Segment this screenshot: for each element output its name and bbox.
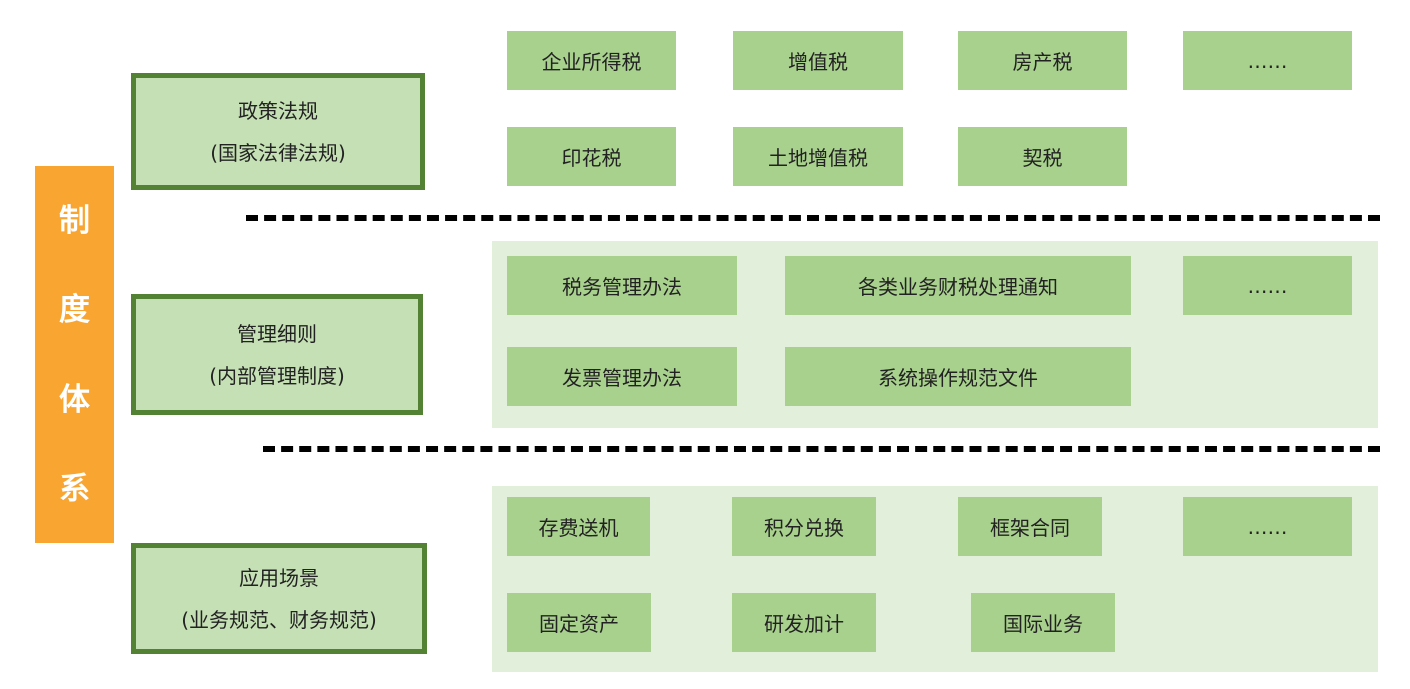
- policy-tag-more: ……: [1183, 31, 1352, 90]
- system-label-char-3: 体: [59, 381, 90, 418]
- management-tag-invoice-measures: 发票管理办法: [507, 347, 737, 406]
- policy-tag-deed-tax: 契税: [958, 127, 1127, 186]
- scenario-tag-framework-contract: 框架合同: [958, 497, 1102, 556]
- separator-line-2: [263, 446, 1380, 452]
- separator-line-1: [246, 215, 1380, 221]
- management-tag-more: ……: [1183, 256, 1352, 315]
- category-management-subtitle: (内部管理制度): [209, 363, 345, 388]
- policy-tag-land-vat: 土地增值税: [733, 127, 903, 186]
- scenario-tag-international-business: 国际业务: [971, 593, 1115, 652]
- category-scenario-subtitle: (业务规范、财务规范): [181, 607, 377, 632]
- scenario-tag-points-exchange: 积分兑换: [732, 497, 876, 556]
- scenario-tag-deposit-gift-phone: 存费送机: [507, 497, 650, 556]
- category-management-title: 管理细则: [237, 321, 317, 346]
- system-label-bar: 制 度 体 系: [35, 166, 114, 543]
- scenario-tag-rd-super-deduction: 研发加计: [732, 593, 876, 652]
- system-label-char-2: 度: [59, 292, 90, 329]
- management-tag-system-operation-docs: 系统操作规范文件: [785, 347, 1131, 406]
- system-label-char-4: 系: [59, 470, 90, 507]
- management-tag-business-tax-notices: 各类业务财税处理通知: [785, 256, 1131, 315]
- policy-tag-property-tax: 房产税: [958, 31, 1127, 90]
- management-tag-tax-admin-measures: 税务管理办法: [507, 256, 737, 315]
- policy-tag-vat: 增值税: [733, 31, 903, 90]
- scenario-tag-more: ……: [1183, 497, 1352, 556]
- category-policy-subtitle: (国家法律法规): [210, 140, 346, 165]
- category-policy-title: 政策法规: [238, 98, 318, 123]
- policy-tag-stamp-tax: 印花税: [507, 127, 676, 186]
- policy-tag-corporate-income-tax: 企业所得税: [507, 31, 676, 90]
- scenario-tag-fixed-assets: 固定资产: [507, 593, 651, 652]
- category-management-box: 管理细则 (内部管理制度): [131, 294, 423, 415]
- category-scenario-box: 应用场景 (业务规范、财务规范): [131, 543, 427, 654]
- category-scenario-title: 应用场景: [239, 565, 319, 590]
- system-label-char-1: 制: [59, 203, 90, 239]
- category-policy-box: 政策法规 (国家法律法规): [131, 73, 425, 190]
